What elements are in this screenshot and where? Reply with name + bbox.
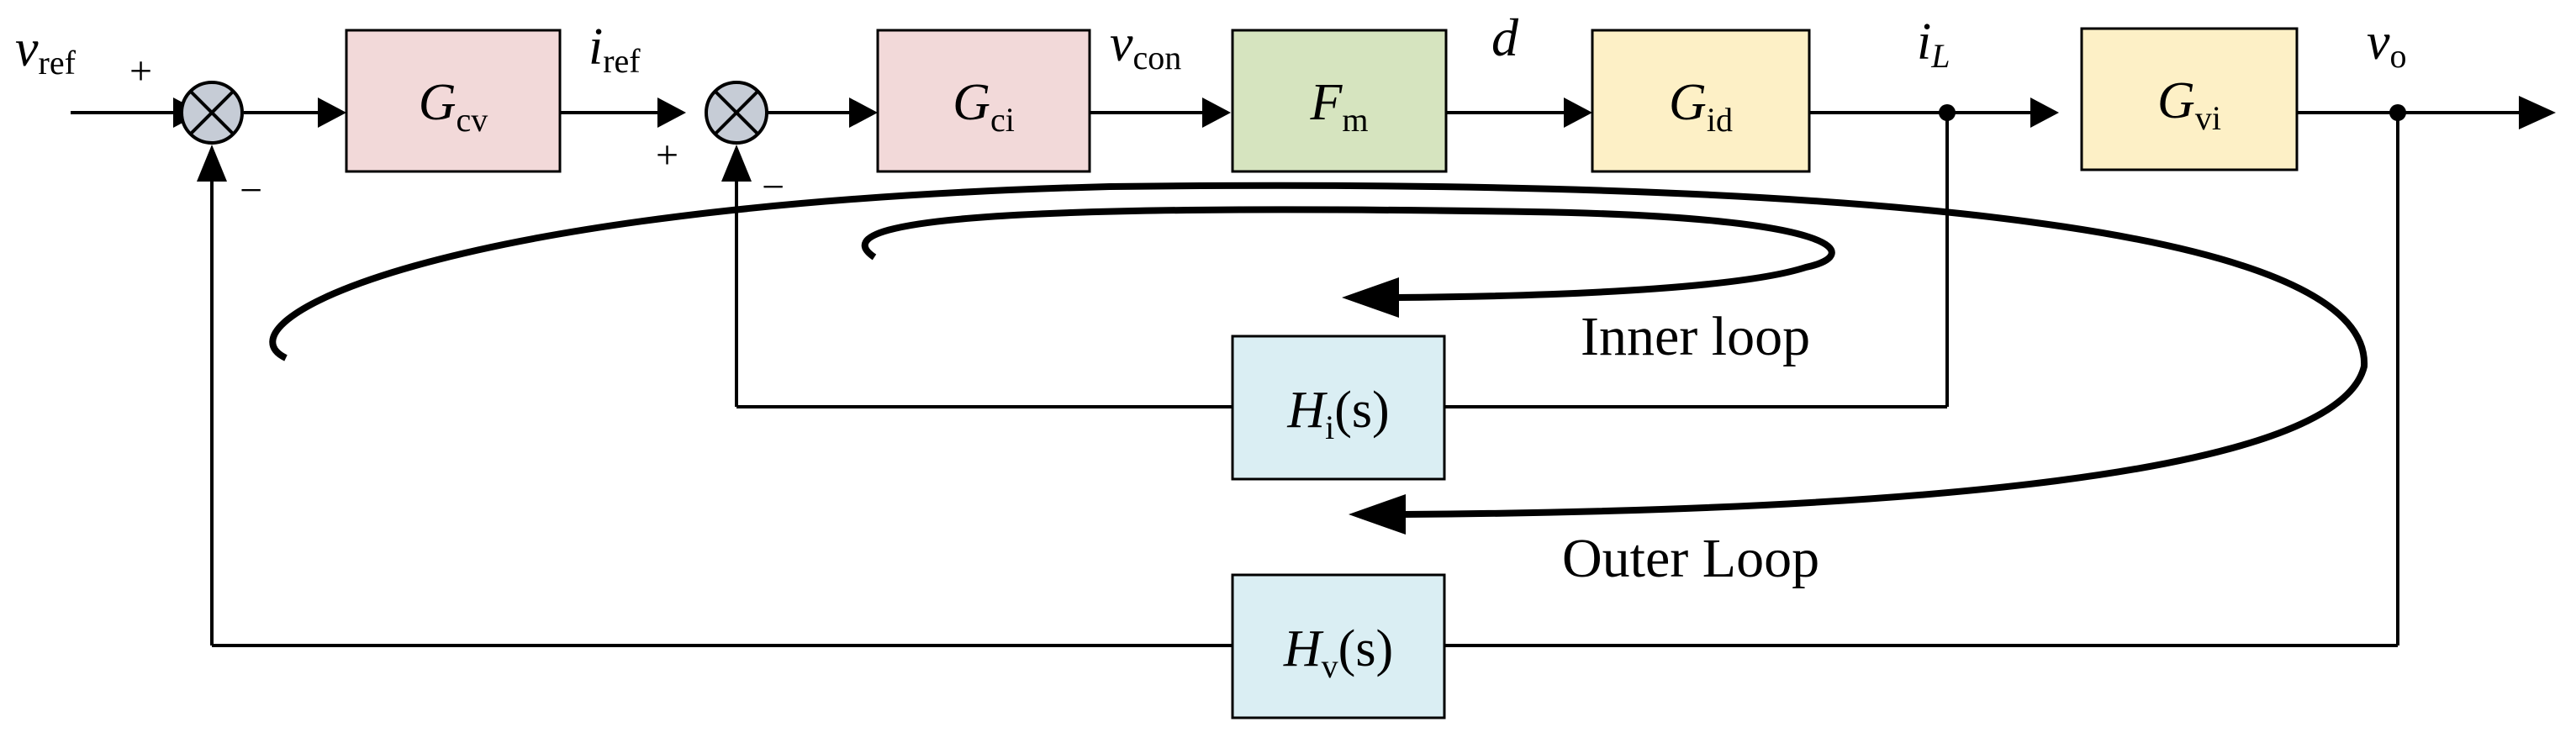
svg-text:Hv(s): Hv(s) <box>1283 620 1393 685</box>
gid-subscript: id <box>1707 101 1733 139</box>
iref-label: iref <box>589 18 641 80</box>
hi-block-rect <box>1231 335 1446 481</box>
fm-symbol: F <box>1310 74 1343 131</box>
gvi-block: Gvi <box>2080 27 2299 171</box>
fm-block: Fm <box>1231 29 1448 173</box>
svg-text:Hi(s): Hi(s) <box>1286 382 1389 446</box>
inner-feedback-path <box>721 104 1956 408</box>
outer-feedback-path <box>197 104 2406 647</box>
sum1-plus-sign: + <box>129 49 152 93</box>
gci-block: Gci <box>876 29 1091 173</box>
gid-block: Gid <box>1591 29 1811 173</box>
outer-loop-arrow <box>269 182 2368 518</box>
gvi-block-rect <box>2080 27 2299 171</box>
vref-label: vref <box>15 20 77 82</box>
hv-subscript: v <box>1322 647 1338 685</box>
hv-symbol: H <box>1283 620 1324 677</box>
summing-junction-1 <box>180 81 244 145</box>
d-label: d <box>1491 8 1519 67</box>
svg-text:Gci: Gci <box>953 74 1015 139</box>
sum2-plus-sign: + <box>656 133 678 177</box>
svg-text:Gvi: Gvi <box>2157 72 2221 137</box>
hi-block: Hi(s) <box>1231 335 1446 481</box>
gcv-block: Gcv <box>345 29 562 173</box>
hv-suffix: (s) <box>1338 620 1393 677</box>
sum2-minus-sign: − <box>762 165 784 209</box>
inner-loop-arrowhead <box>1342 277 1399 318</box>
svg-text:Fm: Fm <box>1310 74 1369 139</box>
outer-loop-label: Outer Loop <box>1562 528 1819 589</box>
sum1-minus-sign: − <box>240 168 262 213</box>
fm-subscript: m <box>1342 101 1368 139</box>
gci-subscript: ci <box>990 101 1015 139</box>
gcv-symbol: G <box>419 74 457 131</box>
fm-block-rect <box>1231 29 1448 173</box>
il-label: iL <box>1917 13 1950 75</box>
vcon-label: vcon <box>1110 15 1181 76</box>
svg-text:Gid: Gid <box>1669 74 1733 139</box>
gci-symbol: G <box>953 74 990 131</box>
gid-symbol: G <box>1669 74 1707 131</box>
hi-symbol: H <box>1286 382 1328 439</box>
vo-label: vo <box>2367 13 2407 75</box>
summing-junction-2 <box>705 81 768 145</box>
gcv-block-rect <box>345 29 562 173</box>
hi-suffix: (s) <box>1334 382 1389 439</box>
svg-text:Gcv: Gcv <box>419 74 488 139</box>
hi-subscript: i <box>1325 408 1334 446</box>
hv-block-rect <box>1231 573 1446 719</box>
inner-loop-label: Inner loop <box>1581 306 1810 367</box>
outer-loop-arrowhead <box>1349 494 1406 535</box>
gvi-subscript: vi <box>2195 99 2221 137</box>
gid-block-rect <box>1591 29 1811 173</box>
inner-loop-arrow <box>861 206 1835 301</box>
gvi-symbol: G <box>2157 72 2195 129</box>
gcv-subscript: cv <box>457 101 488 139</box>
hv-block: Hv(s) <box>1231 573 1446 719</box>
forward-path <box>71 96 2556 129</box>
gci-block-rect <box>876 29 1091 173</box>
